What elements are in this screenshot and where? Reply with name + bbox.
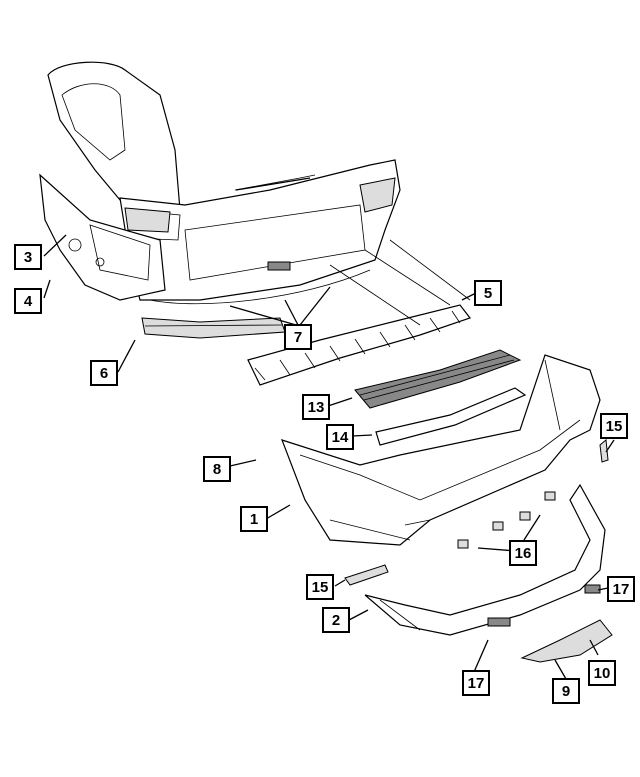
callout-1[interactable]: 1 — [240, 506, 268, 532]
vehicle-body-rear — [39, 61, 401, 305]
part-5-energy-absorber — [247, 304, 471, 386]
part-13-applique — [354, 349, 522, 409]
callout-9[interactable]: 9 — [552, 678, 580, 704]
part-1-bumper-fascia — [280, 354, 601, 546]
leader-lines — [43, 234, 615, 680]
callout-17-right-label: 17 — [612, 580, 630, 598]
guide-lines — [329, 239, 471, 326]
callout-9-label: 9 — [561, 682, 571, 700]
callout-14[interactable]: 14 — [326, 424, 354, 450]
callout-2-label: 2 — [331, 611, 341, 629]
part-9-skid-plate — [520, 619, 613, 663]
callout-13-label: 13 — [307, 398, 325, 416]
callout-8[interactable]: 8 — [203, 456, 231, 482]
callout-4[interactable]: 4 — [14, 288, 42, 314]
part-15-reflector-left — [344, 564, 389, 586]
callout-3[interactable]: 3 — [14, 244, 42, 270]
callout-8-label: 8 — [212, 460, 222, 478]
callout-6[interactable]: 6 — [90, 360, 118, 386]
part-6-step-pad — [141, 317, 286, 339]
callout-15-right[interactable]: 15 — [600, 413, 628, 439]
callout-5[interactable]: 5 — [474, 280, 502, 306]
callout-13[interactable]: 13 — [302, 394, 330, 420]
callout-16[interactable]: 16 — [509, 540, 537, 566]
callout-10[interactable]: 10 — [588, 660, 616, 686]
callout-17-left-label: 17 — [467, 674, 485, 692]
callout-17-left[interactable]: 17 — [462, 670, 490, 696]
callout-15-left[interactable]: 15 — [306, 574, 334, 600]
callout-15-left-label: 15 — [311, 578, 329, 596]
callout-7[interactable]: 7 — [284, 324, 312, 350]
callout-5-label: 5 — [483, 284, 493, 302]
part-14-bracket — [375, 387, 527, 446]
callout-7-label: 7 — [293, 328, 303, 346]
callout-3-label: 3 — [23, 248, 33, 266]
callout-6-label: 6 — [99, 364, 109, 382]
callout-17-right[interactable]: 17 — [607, 576, 635, 602]
callout-2[interactable]: 2 — [322, 607, 350, 633]
part-15-reflector-right — [599, 439, 609, 463]
callout-16-label: 16 — [514, 544, 532, 562]
callout-1-label: 1 — [249, 510, 259, 528]
callout-15-right-label: 15 — [605, 417, 623, 435]
part-16-clips — [457, 491, 556, 549]
callout-10-label: 10 — [593, 664, 611, 682]
callout-14-label: 14 — [331, 428, 349, 446]
callout-4-label: 4 — [23, 292, 33, 310]
